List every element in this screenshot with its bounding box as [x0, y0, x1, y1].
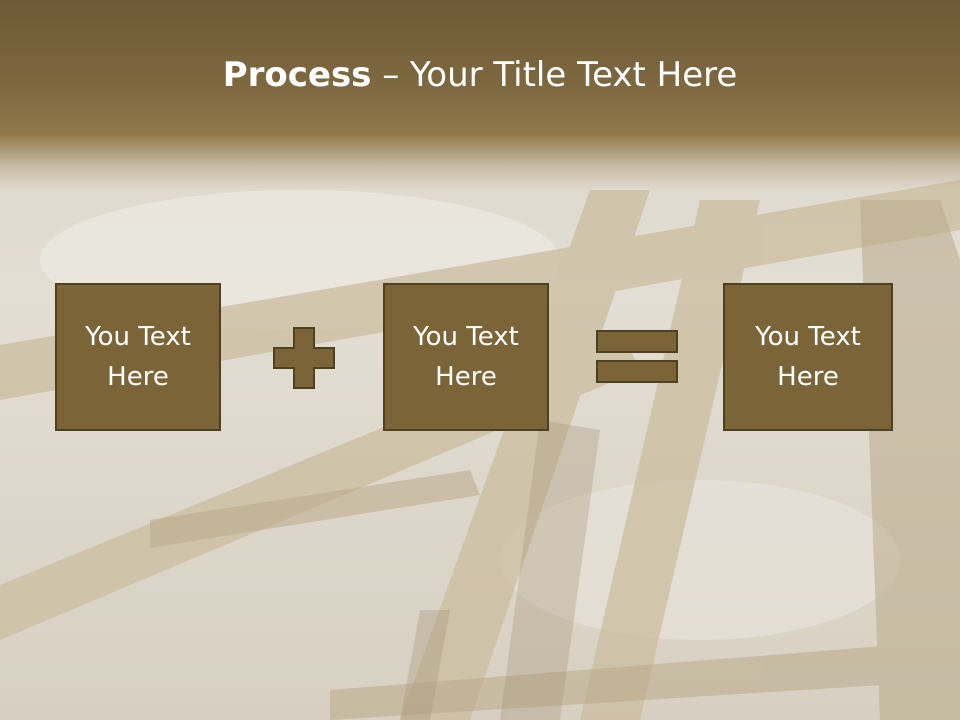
equals-icon — [596, 330, 678, 383]
title-bold-part: Process — [222, 55, 372, 95]
process-box-1[interactable]: You Text Here — [55, 283, 221, 431]
process-box-3-text: You Text Here — [755, 322, 861, 392]
process-box-3[interactable]: You Text Here — [723, 283, 893, 431]
title-band — [0, 0, 960, 190]
process-box-2-text: You Text Here — [413, 322, 519, 392]
plus-icon — [273, 327, 335, 389]
process-box-1-text: You Text Here — [85, 322, 191, 392]
slide-title: Process – Your Title Text Here — [0, 52, 960, 98]
title-rest-part: – Your Title Text Here — [371, 55, 738, 95]
process-box-2[interactable]: You Text Here — [383, 283, 549, 431]
